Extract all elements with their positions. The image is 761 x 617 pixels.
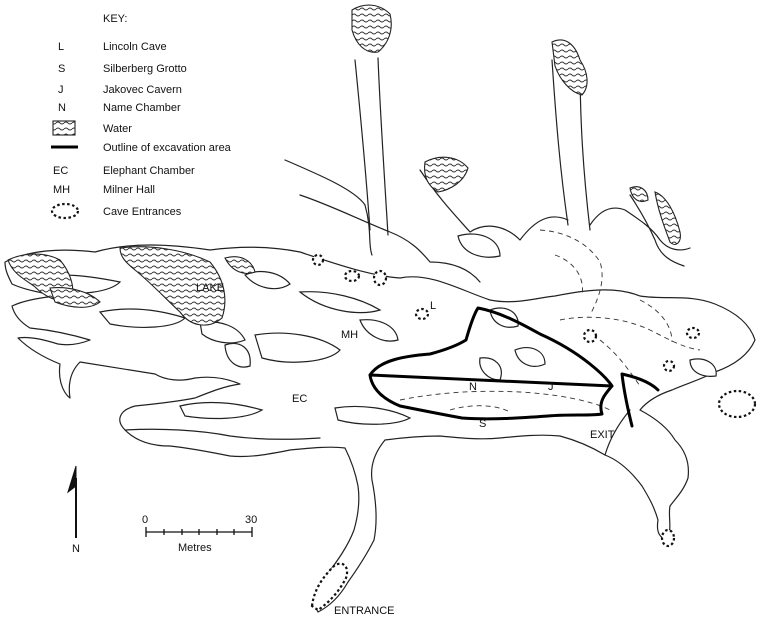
key-label-name-chamber: Name Chamber — [103, 102, 181, 114]
cave-passages — [4, 57, 756, 613]
key-symbol-mh: MH — [53, 184, 70, 196]
excavation-outline — [368, 306, 614, 421]
label-silberberg-grotto: S — [479, 418, 486, 430]
key-symbol-ec: EC — [53, 165, 68, 177]
key-label-lincoln: Lincoln Cave — [103, 41, 167, 53]
map-key: KEY: L Lincoln Cave S Silberberg Grotto … — [50, 13, 232, 220]
north-label: N — [72, 543, 80, 555]
label-milner-hall: MH — [341, 329, 358, 341]
area-labels: LAKE L MH EC N J S EXIT ENTRANCE — [196, 282, 615, 617]
key-label-silberberg: Silberberg Grotto — [103, 63, 187, 75]
key-symbol-n: N — [58, 102, 66, 114]
pillar — [689, 358, 717, 377]
label-elephant-chamber: EC — [292, 393, 307, 405]
pillar — [334, 405, 412, 425]
water-pool — [49, 287, 101, 308]
key-symbol-l: L — [58, 41, 64, 53]
water-pool — [351, 4, 392, 53]
key-label-excavation: Outline of excavation area — [103, 142, 232, 154]
pillar — [244, 271, 291, 290]
label-jakovec-cavern: J — [548, 381, 554, 393]
dashed-passage — [399, 390, 611, 411]
scale-unit-label: Metres — [178, 542, 212, 554]
dashed-passage — [599, 339, 641, 387]
pillar — [254, 332, 341, 363]
scale-end-label: 30 — [245, 514, 257, 526]
key-label-elephant: Elephant Chamber — [103, 165, 195, 177]
cave-entrance-icon — [343, 269, 361, 283]
key-label-water: Water — [103, 123, 132, 135]
north-arrow: N — [67, 465, 80, 555]
cave-entrance-icon — [372, 269, 388, 287]
scale-start-label: 0 — [142, 514, 148, 526]
dashed-passage — [554, 254, 583, 297]
key-symbol-j: J — [58, 84, 64, 96]
lower-level-passages — [399, 229, 701, 413]
south-gallery — [124, 428, 321, 440]
cave-outline — [4, 244, 756, 613]
water-pool — [224, 256, 256, 275]
north-east-passage — [629, 194, 685, 267]
label-entrance: ENTRANCE — [334, 605, 395, 617]
pillar — [514, 347, 546, 367]
north-shaft-left — [354, 57, 389, 236]
pillar — [98, 308, 187, 328]
label-lincoln-cave: L — [430, 300, 436, 312]
pillar — [179, 401, 264, 420]
pillar — [479, 357, 502, 381]
cave-entrance-icon — [414, 307, 430, 321]
lake-water — [119, 246, 226, 326]
north-passage-network — [419, 169, 691, 251]
cave-entrance-icon — [662, 359, 676, 373]
upper-gallery — [299, 194, 481, 283]
water-pool — [629, 186, 649, 203]
water-bodies — [7, 4, 681, 326]
cave-entrance-icon — [685, 326, 701, 340]
cave-entrance-east-icon — [717, 389, 757, 419]
excavation-outline-east — [620, 372, 660, 428]
north-passage-1 — [284, 159, 373, 256]
key-symbol-s: S — [58, 63, 65, 75]
label-exit: EXIT — [590, 429, 615, 441]
pillar — [457, 233, 501, 258]
pillar — [199, 321, 246, 344]
cave-entrance-icon — [311, 253, 325, 267]
north-arrow-head-icon — [67, 465, 77, 494]
pillar — [359, 319, 399, 342]
cave-entrance-icon — [50, 202, 80, 220]
dashed-passage — [539, 229, 603, 316]
pillar — [298, 291, 382, 314]
water-pool — [654, 191, 681, 245]
key-title: KEY: — [103, 13, 127, 25]
cave-entrance-main-icon — [310, 562, 349, 612]
cave-entrances — [310, 253, 757, 612]
cave-entrance-south-icon — [660, 528, 676, 548]
dashed-passage — [559, 316, 701, 351]
key-label-jakovec: Jakovec Cavern — [103, 84, 182, 96]
key-label-milner: Milner Hall — [103, 184, 155, 196]
cave-entrance-icon — [582, 328, 598, 344]
water-pool — [424, 156, 469, 193]
dashed-passage — [449, 405, 511, 413]
pillar — [224, 343, 251, 368]
label-lake: LAKE — [196, 282, 224, 294]
dashed-passage — [639, 299, 673, 343]
scale-bar-line — [145, 527, 253, 537]
water-pool — [551, 39, 588, 96]
label-name-chamber: N — [469, 381, 477, 393]
water-swatch-icon — [52, 120, 76, 136]
key-label-entrances: Cave Entrances — [103, 206, 182, 218]
scale-bar: 0 30 Metres — [142, 514, 257, 554]
